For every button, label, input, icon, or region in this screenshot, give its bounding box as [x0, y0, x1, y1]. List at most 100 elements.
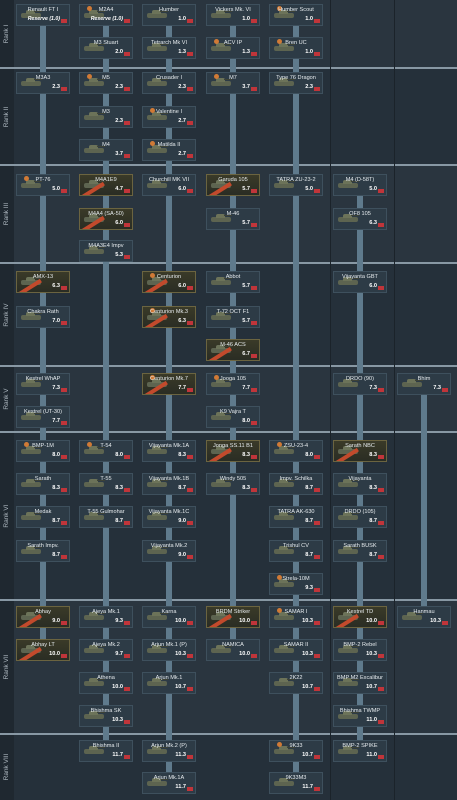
vehicle-card[interactable]: Arjun Mk.1 (P)10.3	[142, 639, 196, 661]
vehicle-image	[146, 41, 168, 52]
vehicle-image	[273, 76, 295, 87]
rank-label-strip	[0, 366, 14, 432]
vehicle-card[interactable]: DRDO (90)7.3	[333, 373, 387, 395]
vehicle-card[interactable]: Kestrel (UT-30)7.7	[16, 406, 70, 428]
vehicle-card[interactable]: M4 (D-58T)5.0	[333, 174, 387, 196]
vehicle-type-icon	[314, 687, 320, 691]
vehicle-image	[337, 544, 359, 555]
vehicle-type-icon	[314, 189, 320, 193]
vehicle-name: Windy 505	[219, 476, 247, 482]
vehicle-card[interactable]: Arjun Mk.2 (P)11.3	[142, 740, 196, 762]
vehicle-card[interactable]: M4A4 (SA-50)6.0	[79, 208, 133, 230]
vehicle-name: Vickers Mk. VI	[215, 7, 251, 13]
vehicle-type-icon	[124, 621, 130, 625]
vehicle-card[interactable]: DRDO (105)8.7	[333, 506, 387, 528]
vehicle-image	[83, 709, 105, 720]
vehicle-card[interactable]: Sarath Impv.8.7	[16, 540, 70, 562]
